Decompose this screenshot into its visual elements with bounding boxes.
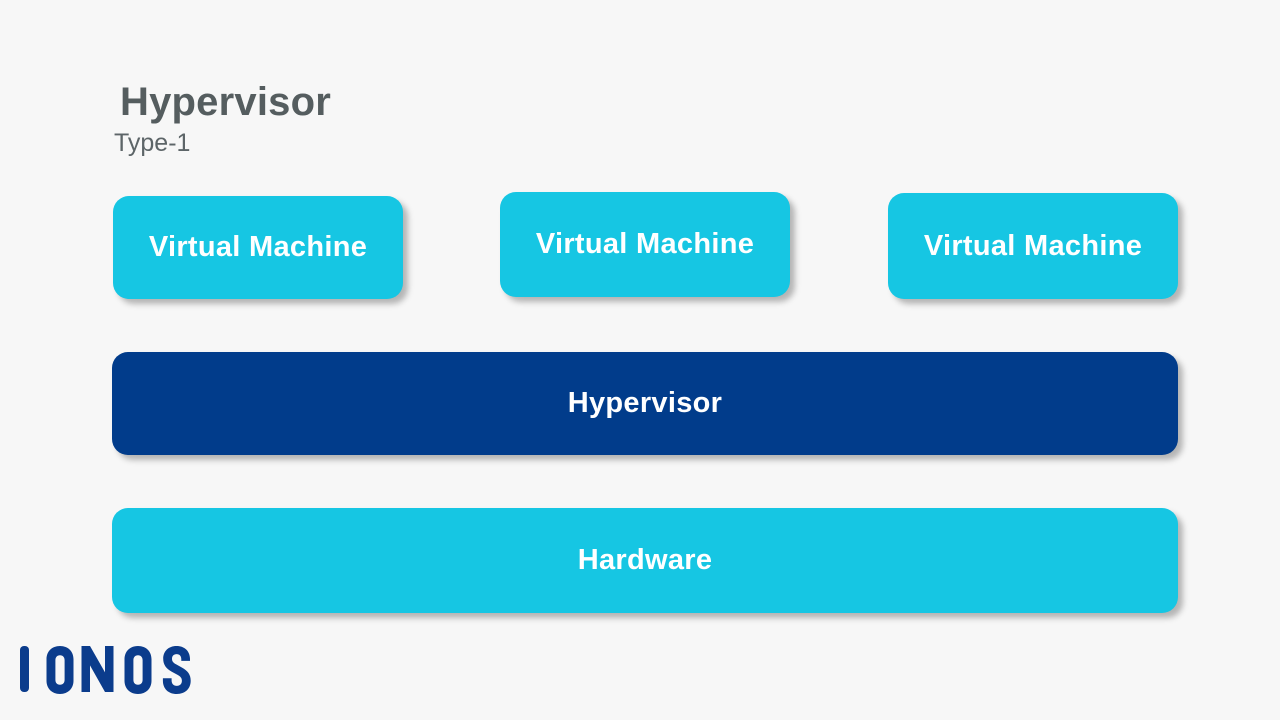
virtual-machine-box-1: Virtual Machine (113, 196, 403, 299)
virtual-machine-label: Virtual Machine (148, 231, 368, 263)
hardware-layer-box: Hardware (112, 508, 1178, 613)
heading-block: Hypervisor Type-1 (112, 78, 812, 158)
virtual-machine-label: Virtual Machine (923, 229, 1143, 262)
virtual-machine-box-3: Virtual Machine (888, 193, 1178, 299)
ionos-logo (18, 644, 198, 696)
ionos-logo-icon (20, 646, 191, 694)
hardware-layer-label: Hardware (577, 544, 713, 576)
virtual-machine-label: Virtual Machine (535, 228, 755, 260)
page-title: Hypervisor (120, 80, 331, 124)
hypervisor-layer-box: Hypervisor (112, 352, 1178, 455)
page-subtitle: Type-1 (114, 129, 191, 157)
virtual-machine-box-2: Virtual Machine (500, 192, 790, 297)
hypervisor-layer-label: Hypervisor (567, 387, 723, 419)
